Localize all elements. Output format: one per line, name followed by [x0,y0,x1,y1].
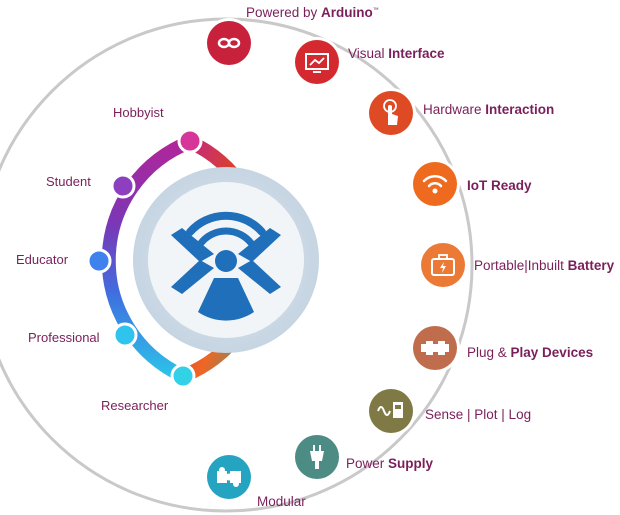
wireless-broadcast-logo-icon [171,211,281,321]
feature-label-battery: Portable|Inbuilt Battery [474,258,615,273]
user-node-educator [86,248,112,274]
user-label-professional: Professional [28,330,100,345]
feature-label-iot: IoT Ready [467,178,532,193]
feature-node-modular [204,452,254,502]
feature-label-arduino: Powered by Arduino™ [246,5,379,20]
power-plug-icon [310,445,324,469]
feature-label-plug: Plug & Play Devices [467,345,594,360]
feature-node-hardware [366,88,416,138]
feature-node-visual [292,37,342,87]
infinity-icon [217,37,241,49]
feature-node-arduino [204,18,254,68]
user-node-researcher [170,363,196,389]
feature-label-hardware: Hardware Interaction [423,102,555,117]
feature-label-visual: Visual Interface [348,46,445,61]
battery-case-icon [431,254,455,276]
user-label-student: Student [46,174,91,189]
feature-node-sense [366,386,416,436]
feature-node-plug [410,323,460,373]
connector-icon [421,341,449,355]
wifi-icon [422,174,448,194]
user-node-student [110,173,136,199]
user-label-researcher: Researcher [101,398,169,413]
sensor-wave-icon [377,402,403,418]
feature-label-power: Power Supply [346,456,434,471]
monitor-chart-icon [305,53,329,73]
user-node-hobbyist [177,128,203,154]
feature-node-iot [410,159,460,209]
feature-node-battery [418,240,468,290]
feature-label-modular: Modular [257,494,306,509]
touch-hand-icon [383,99,398,125]
user-label-hobbyist: Hobbyist [113,105,164,120]
puzzle-icon [217,467,241,487]
user-node-professional [112,322,138,348]
feature-node-power [292,432,342,482]
feature-label-sense: Sense | Plot | Log [425,407,532,422]
user-label-educator: Educator [16,252,69,267]
